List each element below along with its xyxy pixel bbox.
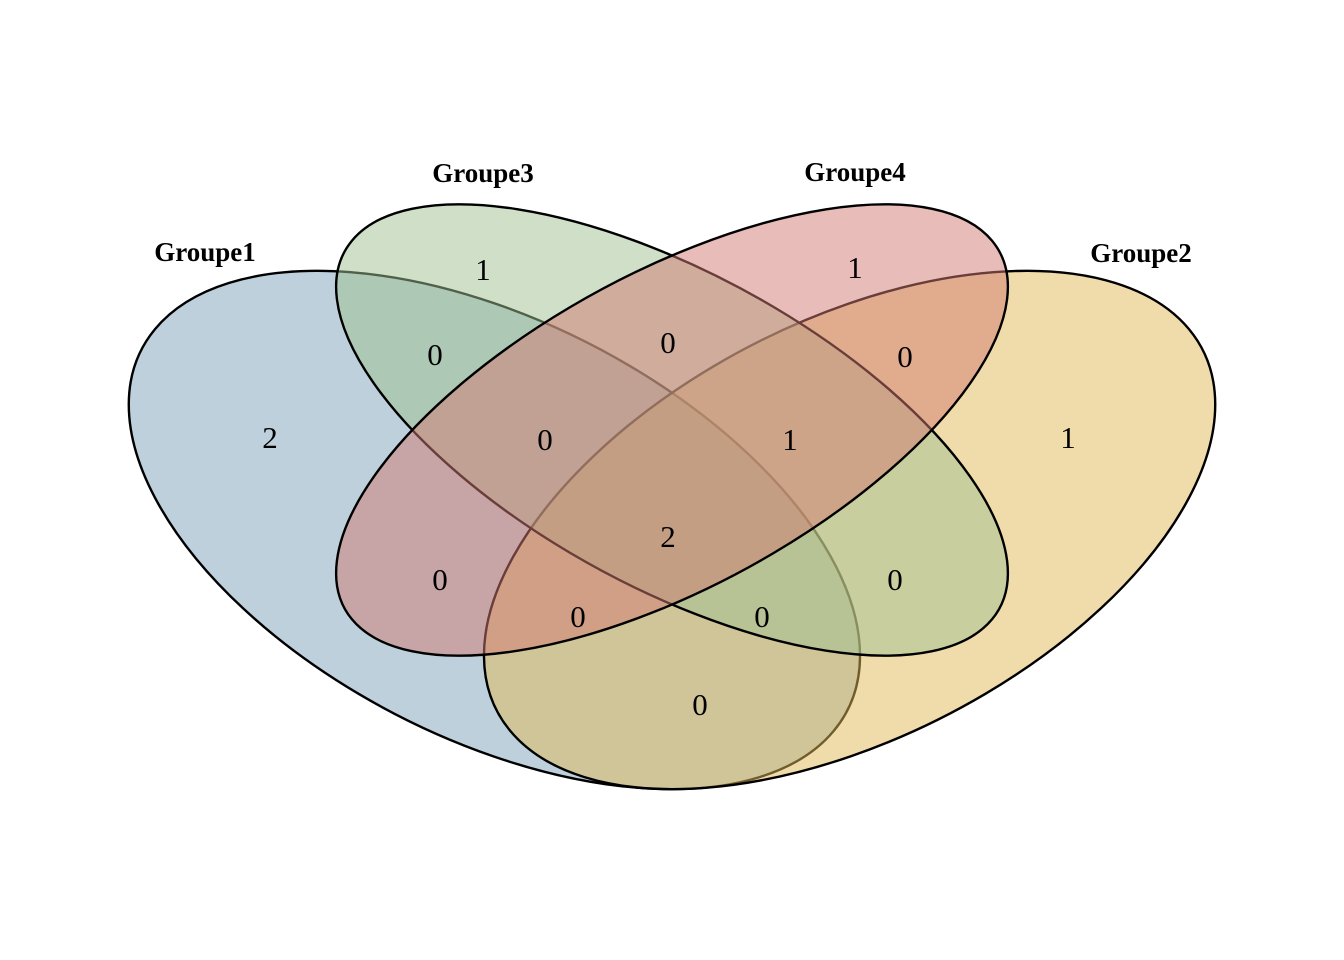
venn-ellipses [19,118,1325,895]
count-groupe2-only: 1 [1060,420,1076,455]
count-groupe1-groupe2-groupe4: 0 [570,599,586,634]
count-groupe3-groupe4: 0 [660,325,676,360]
set-label-groupe4: Groupe4 [804,157,906,187]
count-groupe2-groupe3: 0 [887,562,903,597]
count-groupe1-only: 2 [262,420,278,455]
count-groupe2-groupe3-groupe4: 1 [782,422,798,457]
set-label-groupe2: Groupe2 [1090,238,1192,268]
set-label-groupe3: Groupe3 [432,158,534,188]
count-groupe1-groupe3: 0 [427,337,443,372]
count-groupe1-groupe3-groupe4: 0 [537,422,553,457]
count-groupe4-only: 1 [847,250,863,285]
count-groupe3-only: 1 [475,252,491,287]
groupe4-ellipse [250,118,1094,742]
count-all-four-sets: 2 [660,519,676,554]
count-groupe1-groupe2-groupe3: 0 [754,599,770,634]
count-groupe1-groupe4: 0 [432,562,448,597]
count-groupe2-groupe4: 0 [897,339,913,374]
set-label-groupe1: Groupe1 [154,237,256,267]
count-groupe1-groupe2: 0 [692,687,708,722]
